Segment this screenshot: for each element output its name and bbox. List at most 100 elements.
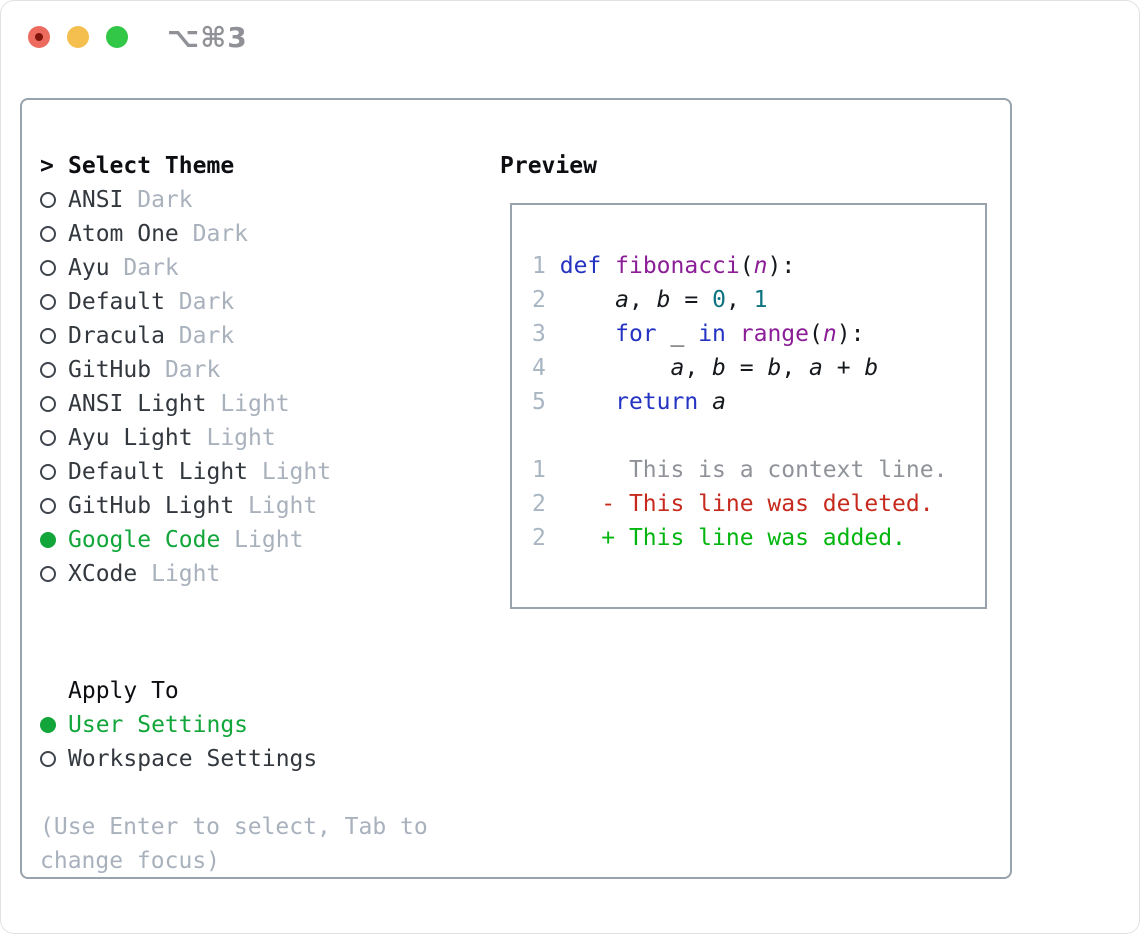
theme-option[interactable]: Ayu Dark xyxy=(40,251,331,285)
code-line: 1 This is a context line. xyxy=(532,453,985,487)
theme-option[interactable]: Default Dark xyxy=(40,285,331,319)
code-token: for xyxy=(615,321,657,347)
code-token: b xyxy=(864,355,879,381)
theme-variant: Dark xyxy=(123,187,193,213)
code-token xyxy=(698,389,712,415)
code-token: 1 xyxy=(532,253,546,279)
theme-option[interactable]: Default Light Light xyxy=(40,455,331,489)
code-token: n xyxy=(822,321,837,347)
theme-option[interactable]: Atom One Dark xyxy=(40,217,331,251)
theme-name: GitHub xyxy=(68,357,152,383)
code-line: 2 - This line was deleted. xyxy=(532,487,985,521)
code-line: 2 + This line was added. xyxy=(532,521,985,555)
theme-name: Ayu Light xyxy=(68,425,193,451)
code-token: 1 xyxy=(753,287,768,313)
theme-variant: Light xyxy=(137,561,221,587)
code-token: , xyxy=(628,287,657,313)
code-token: a xyxy=(615,287,629,313)
code-token: ): xyxy=(836,321,865,347)
theme-option[interactable]: Dracula Dark xyxy=(40,319,331,353)
theme-option[interactable]: ANSI Light Light xyxy=(40,387,331,421)
radio-slot xyxy=(40,430,68,446)
radio-unselected-icon xyxy=(40,396,56,412)
radio-slot xyxy=(40,260,68,276)
radio-slot xyxy=(40,751,68,767)
code-token: def xyxy=(559,253,602,279)
theme-variant: Light xyxy=(220,527,304,553)
radio-slot xyxy=(40,566,68,582)
code-token xyxy=(726,321,740,347)
code-token: This is a context line. xyxy=(545,457,948,483)
zoom-button[interactable] xyxy=(106,26,128,48)
radio-unselected-icon xyxy=(40,362,56,378)
theme-option[interactable]: GitHub Dark xyxy=(40,353,331,387)
apply-option[interactable]: User Settings xyxy=(40,708,317,742)
code-line xyxy=(532,419,985,453)
code-line: 5 return a xyxy=(532,385,985,419)
theme-option[interactable]: XCode Light xyxy=(40,557,331,591)
apply-option[interactable]: Workspace Settings xyxy=(40,742,317,776)
code-token: 5 xyxy=(532,389,546,415)
radio-unselected-icon xyxy=(40,328,56,344)
code-line: 3 for _ in range(n): xyxy=(532,317,985,351)
select-theme-header: >Select Theme xyxy=(40,149,331,183)
theme-name: GitHub Light xyxy=(68,493,235,519)
code-line: 1 def fibonacci(n): xyxy=(532,249,985,283)
code-token: 0 xyxy=(712,287,726,313)
theme-option[interactable]: Google Code Light xyxy=(40,523,331,557)
radio-unselected-icon xyxy=(40,498,56,514)
apply-to-heading: Apply To xyxy=(68,678,179,704)
theme-variant: Light xyxy=(192,425,276,451)
radio-slot xyxy=(40,294,68,310)
code-token: b xyxy=(712,355,726,381)
focus-caret-icon: > xyxy=(40,153,54,179)
code-token: 2 xyxy=(532,491,546,517)
code-token: b xyxy=(656,287,671,313)
radio-selected-icon xyxy=(40,717,56,733)
radio-slot xyxy=(40,498,68,514)
radio-unselected-icon xyxy=(40,566,56,582)
preview-heading: Preview xyxy=(500,153,597,179)
code-token: in xyxy=(698,321,726,347)
code-token xyxy=(546,287,615,313)
code-token: ( xyxy=(739,253,754,279)
code-token xyxy=(546,253,560,279)
code-token: = xyxy=(670,287,713,313)
radio-unselected-icon xyxy=(40,464,56,480)
theme-option[interactable]: ANSI Dark xyxy=(40,183,331,217)
code-token: + This line was added. xyxy=(601,525,906,551)
code-token: , xyxy=(781,355,810,381)
minimize-button[interactable] xyxy=(67,26,89,48)
close-button[interactable] xyxy=(28,26,50,48)
theme-option[interactable]: Ayu Light Light xyxy=(40,421,331,455)
code-token: ( xyxy=(809,321,823,347)
code-token: 3 xyxy=(532,321,546,347)
code-token: + xyxy=(822,355,865,381)
code-token: a xyxy=(809,355,823,381)
theme-name: ANSI Light xyxy=(68,391,207,417)
code-token: 4 xyxy=(532,355,546,381)
code-token: 2 xyxy=(532,525,546,551)
theme-option[interactable]: GitHub Light Light xyxy=(40,489,331,523)
code-token xyxy=(546,389,615,415)
radio-unselected-icon xyxy=(40,294,56,310)
radio-slot xyxy=(40,717,68,733)
apply-option-label: Workspace Settings xyxy=(68,746,318,772)
code-token: ): xyxy=(767,253,796,279)
theme-name: Default Light xyxy=(68,459,249,485)
code-token: b xyxy=(767,355,782,381)
radio-slot xyxy=(40,226,68,242)
hint-text: (Use Enter to select, Tab to change focu… xyxy=(40,810,428,878)
radio-unselected-icon xyxy=(40,430,56,446)
theme-variant: Dark xyxy=(164,323,235,349)
theme-name: Google Code xyxy=(68,527,221,553)
theme-name: Default xyxy=(68,289,165,315)
code-token: n xyxy=(753,253,768,279)
code-token xyxy=(546,355,671,381)
radio-selected-icon xyxy=(40,532,56,548)
theme-name: Ayu xyxy=(68,255,110,281)
